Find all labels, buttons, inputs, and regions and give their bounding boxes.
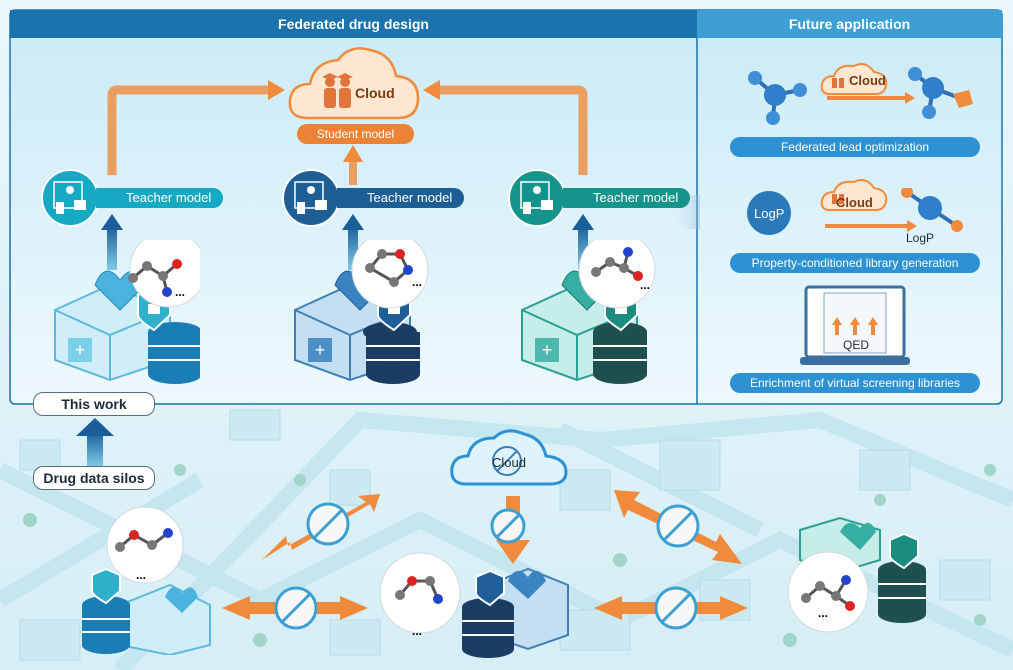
student-model-pill: Student model: [297, 124, 414, 144]
ellipsis-2: ...: [412, 275, 423, 289]
logp-left-label: LogP: [754, 206, 785, 221]
lead-cloud-icon: [820, 63, 888, 95]
lead-optimization-pill: Federated lead optimization: [730, 137, 980, 157]
panel-title-future: Future application: [788, 16, 911, 32]
bottom-silo-2: [379, 552, 569, 658]
property-graphic: [747, 188, 963, 235]
svg-text:+: +: [75, 340, 86, 360]
bottom-cloud-label: Cloud: [492, 455, 526, 470]
laptop-icon: [800, 285, 910, 365]
blocked-arrows: [222, 490, 748, 630]
molecule-icon-2: [365, 249, 413, 287]
svg-text:+: +: [315, 340, 326, 360]
ellipsis-4: ...: [136, 568, 147, 582]
molecule-icon-1: [128, 259, 182, 297]
teacher-model-pill-2: Teacher model: [337, 188, 465, 208]
ellipsis-1: ...: [175, 285, 186, 299]
teacher-model-pill-1: Teacher model: [96, 188, 224, 208]
teacher-icon-2: [282, 169, 340, 227]
lead-cloud-label: Cloud: [849, 73, 886, 88]
bottom-cloud-icon: [450, 429, 568, 486]
flow-arrows: [101, 80, 700, 270]
drug-data-silos-label: Drug data silos: [33, 466, 155, 490]
silo-2: +: [294, 240, 429, 384]
ellipsis-3: ...: [640, 278, 651, 292]
molecule-icon-3: [591, 247, 643, 281]
teacher-icon-1: [41, 169, 99, 227]
property-conditioned-pill: Property-conditioned library generation: [730, 253, 980, 273]
cloud-icon: [288, 47, 420, 120]
teacher-icon-3: [508, 169, 566, 227]
lead-optimization-graphic: [748, 67, 973, 125]
svg-text:+: +: [542, 340, 553, 360]
bottom-silo-3: [787, 516, 926, 633]
ellipsis-5: ...: [412, 624, 423, 638]
panel-title-federated: Federated drug design: [278, 16, 429, 32]
teacher-model-pill-3: Teacher model: [563, 188, 691, 208]
ellipsis-6: ...: [818, 606, 829, 620]
property-cloud-label: Cloud: [836, 195, 873, 210]
property-cloud-icon: [820, 179, 888, 211]
cloud-label: Cloud: [355, 85, 395, 101]
silo-3: +: [521, 240, 656, 384]
bottom-silo-1: [82, 506, 211, 655]
logp-right-label: LogP: [906, 231, 935, 245]
this-work-label: This work: [33, 392, 155, 416]
up-arrow-icon: [76, 418, 114, 466]
enrichment-pill: Enrichment of virtual screening librarie…: [730, 373, 980, 393]
qed-label: QED: [843, 338, 870, 352]
